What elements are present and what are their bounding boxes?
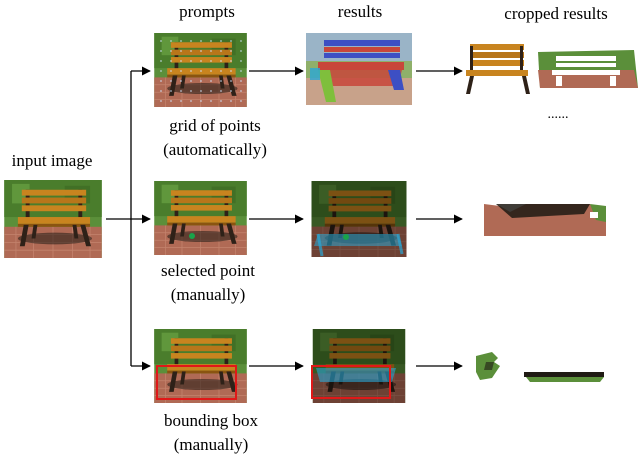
input-image-label: input image (12, 151, 93, 170)
cropped-shadow-region (484, 204, 606, 236)
bounding-box-prompt (156, 365, 237, 400)
header-prompts: prompts (179, 2, 235, 21)
row1-label-line2: (automatically) (163, 140, 267, 159)
selected-point-marker (189, 233, 195, 239)
prompt-image-grid (153, 33, 248, 107)
result-image-grid (306, 33, 412, 105)
row1-label-line1: grid of points (169, 116, 261, 135)
row-bounding-box: bounding box (manually) (153, 329, 604, 454)
row2-label-line1: selected point (161, 261, 255, 280)
result-image-box (311, 329, 405, 403)
row2-label-line2: (manually) (171, 285, 246, 304)
input-bench-image (3, 180, 103, 258)
row3-label-line2: (manually) (174, 435, 249, 454)
grid-points-overlay (160, 40, 242, 102)
cropped-box-region (476, 352, 604, 382)
result-image-point (312, 181, 407, 257)
prompt-image-point (153, 181, 248, 255)
row-selected-point: selected point (manually) (153, 181, 606, 304)
ellipsis: ...... (548, 107, 569, 122)
branch-connectors (106, 66, 151, 371)
header-cropped-results: cropped results (504, 4, 607, 23)
header-results: results (338, 2, 382, 21)
cropped-background (538, 50, 638, 88)
row-grid-of-points: grid of points (automatically) (153, 33, 638, 159)
cropped-bench (466, 44, 530, 94)
row3-label-line1: bounding box (164, 411, 258, 430)
